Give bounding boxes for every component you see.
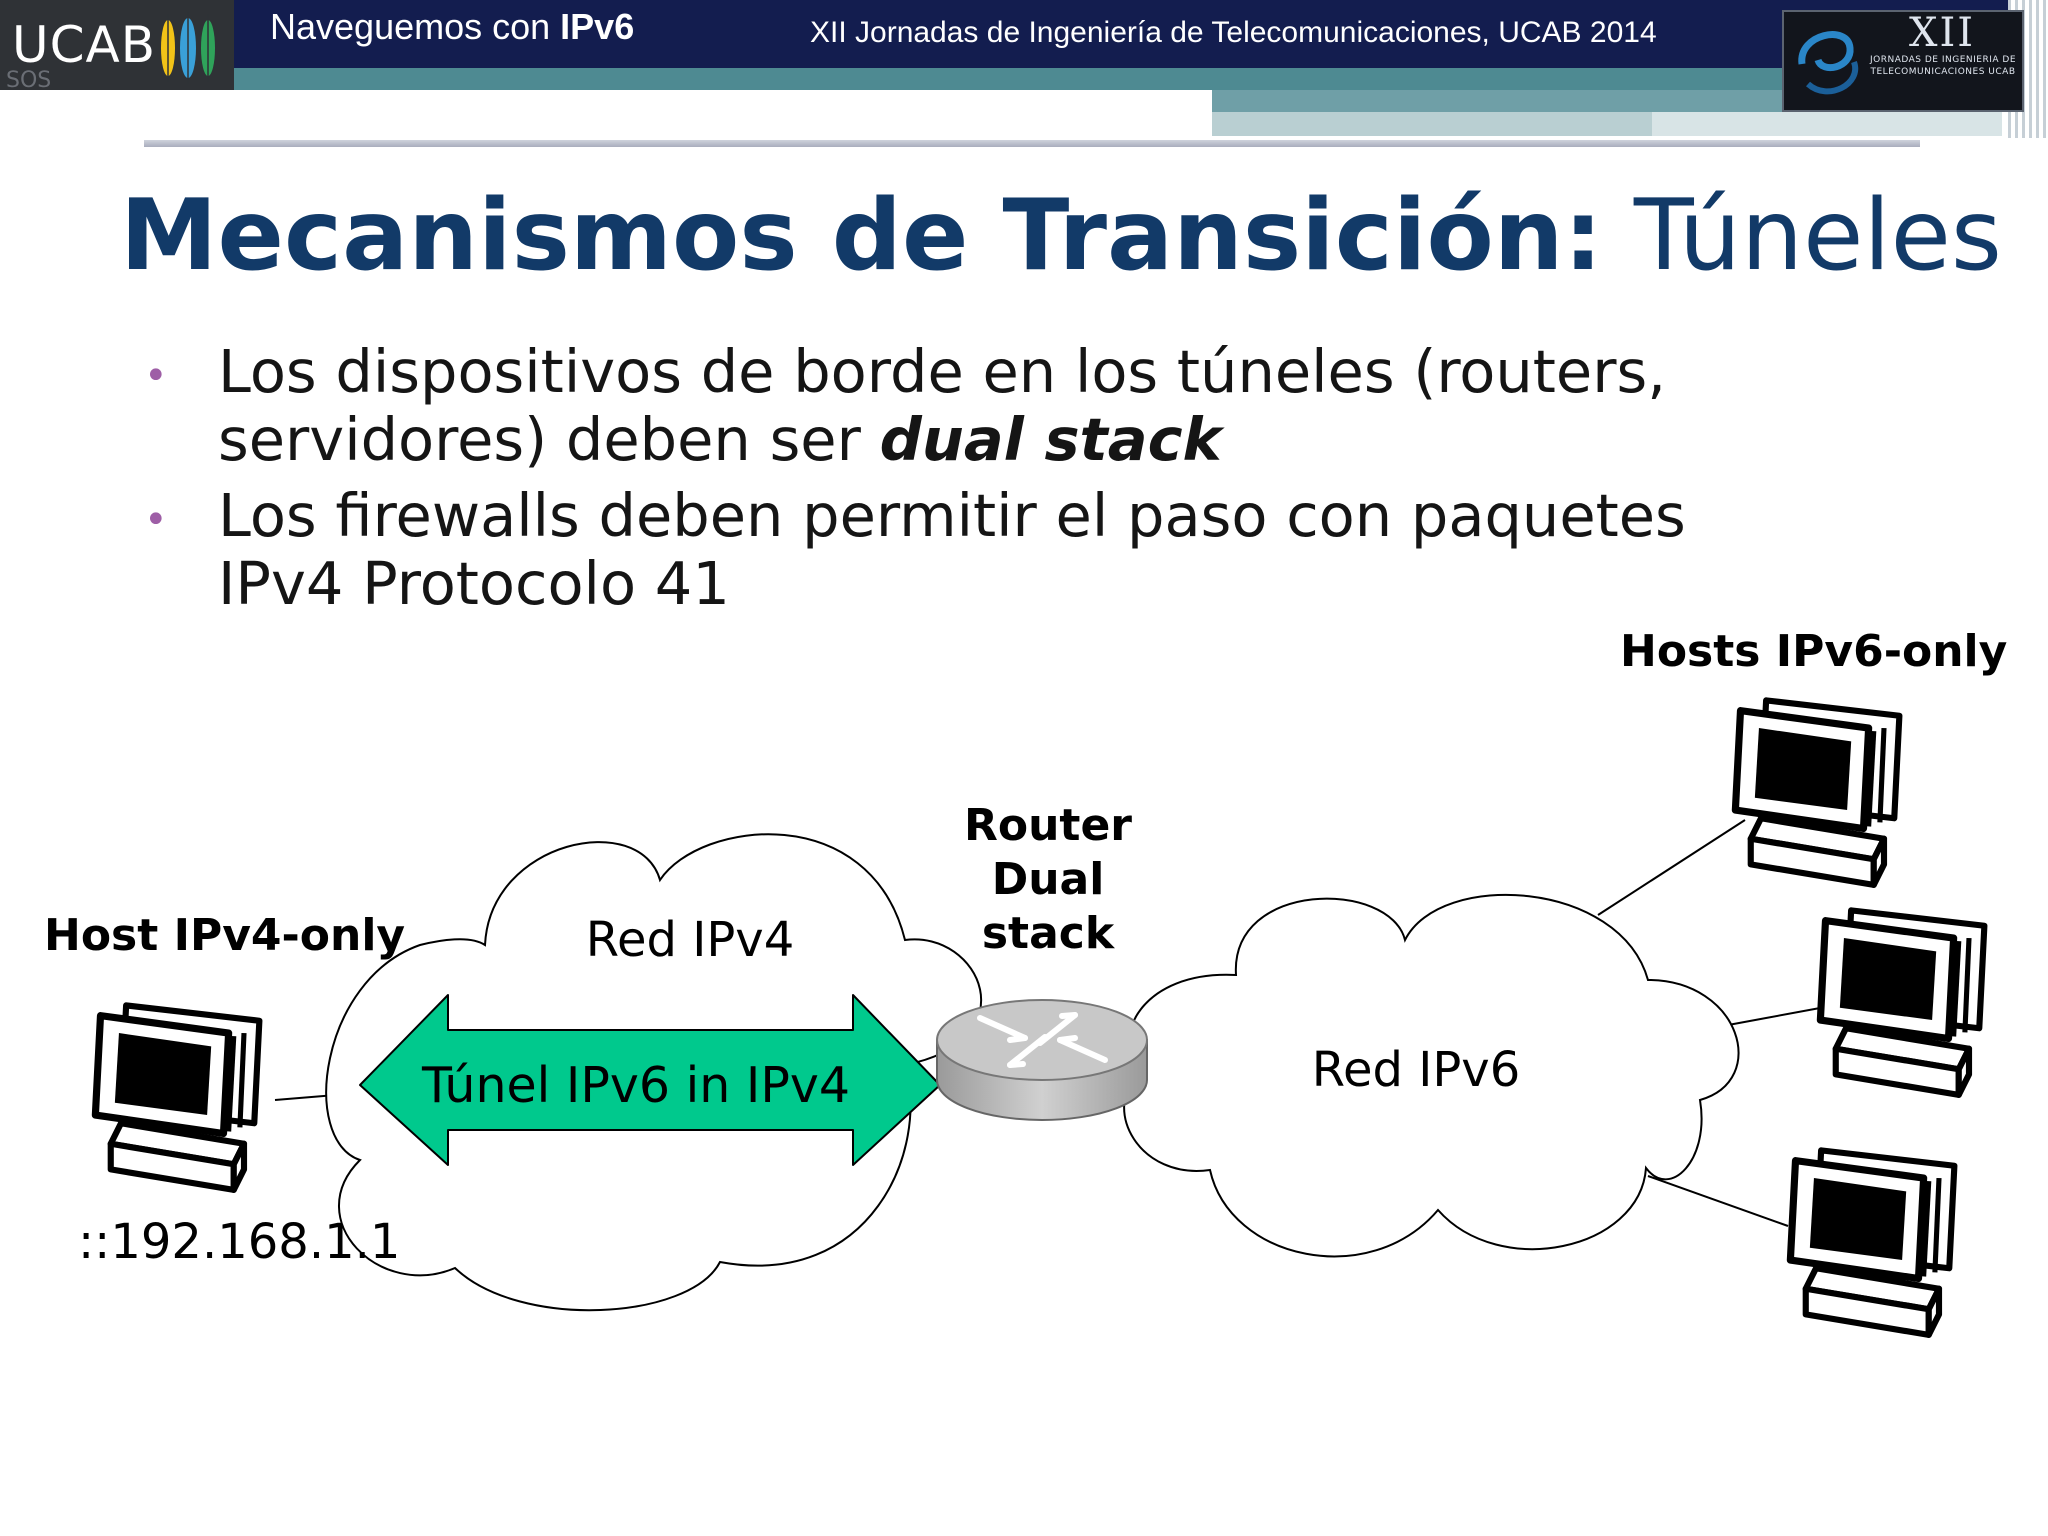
course-name: Naveguemos con IPv6: [270, 6, 634, 48]
title-rule: [144, 140, 1920, 147]
ipv6-host-link-3: [1647, 1175, 1789, 1227]
ucab-logo: UCAB SOS: [0, 0, 234, 93]
hosts-ipv6-label: Hosts IPv6-only: [1620, 626, 2007, 677]
host-ipv4-label: Host IPv4-only: [44, 910, 405, 961]
event-name: XII Jornadas de Ingeniería de Telecomuni…: [810, 16, 1657, 49]
ucab-logo-text: UCAB: [12, 16, 157, 74]
bullet-text: Los firewalls deben permitir el paso con…: [218, 481, 1686, 618]
header-accent-band-4: [1652, 112, 2002, 136]
header-bar: [0, 0, 2048, 68]
router-icon: [936, 999, 1148, 1121]
ipv6-host-computer-icon: [1735, 700, 1899, 885]
bullet-list: • Los dispositivos de borde en los túnel…: [136, 338, 1736, 626]
bullet-text: Los dispositivos de borde en los túneles…: [218, 337, 1666, 474]
router-label-line-2: Dual: [992, 854, 1105, 905]
ipv6-cloud: [1123, 894, 1740, 1258]
slide-title: Mecanismos de Transición: Túneles: [120, 176, 2002, 296]
ipv6-host-link-1: [1597, 819, 1746, 916]
tunnel-diagram: Host IPv4-only ::192.168.1.1 Red IPv4 Tú…: [44, 626, 2007, 1360]
course-name-prefix: Naveguemos con: [270, 6, 561, 47]
slide-title-strong: Mecanismos de Transición:: [120, 179, 1603, 293]
header-accent-band: [0, 68, 1990, 90]
event-logo-swirl-icon: [1798, 31, 1859, 95]
ipv4-cloud-label: Red IPv4: [586, 912, 795, 968]
bullet-item: • Los firewalls deben permitir el paso c…: [136, 482, 1736, 618]
event-logo-caption: JORNADAS DE INGENIERIA DE TELECOMUNICACI…: [1869, 55, 2017, 77]
bullet-dot-icon: •: [144, 497, 168, 543]
bullet-item: • Los dispositivos de borde en los túnel…: [136, 338, 1736, 474]
ucab-logo-bars-icon: [161, 12, 215, 84]
ipv6-cloud-label: Red IPv6: [1312, 1042, 1521, 1098]
course-name-bold: IPv6: [560, 6, 635, 47]
ipv6-host-computer-icon: [1790, 1150, 1954, 1335]
router-label-line-1: Router: [964, 800, 1132, 851]
event-logo: XII JORNADAS DE INGENIERIA DE TELECOMUNI…: [1782, 10, 2024, 112]
ucab-logo-subtext: SOS: [6, 68, 52, 93]
host-ipv4-computer-icon: [95, 1005, 259, 1190]
router-label-line-3: stack: [982, 908, 1116, 959]
bullet-dot-icon: •: [144, 353, 168, 399]
event-logo-numeral: XII: [1909, 10, 1976, 56]
bullet-emphasis: dual stack: [879, 405, 1222, 474]
slide-title-rest: Túneles: [1602, 179, 2002, 293]
tunnel-label: Túnel IPv6 in IPv4: [421, 1057, 850, 1114]
ipv6-host-computer-icon: [1820, 910, 1984, 1095]
host-ipv4-address: ::192.168.1.1: [78, 1214, 400, 1270]
